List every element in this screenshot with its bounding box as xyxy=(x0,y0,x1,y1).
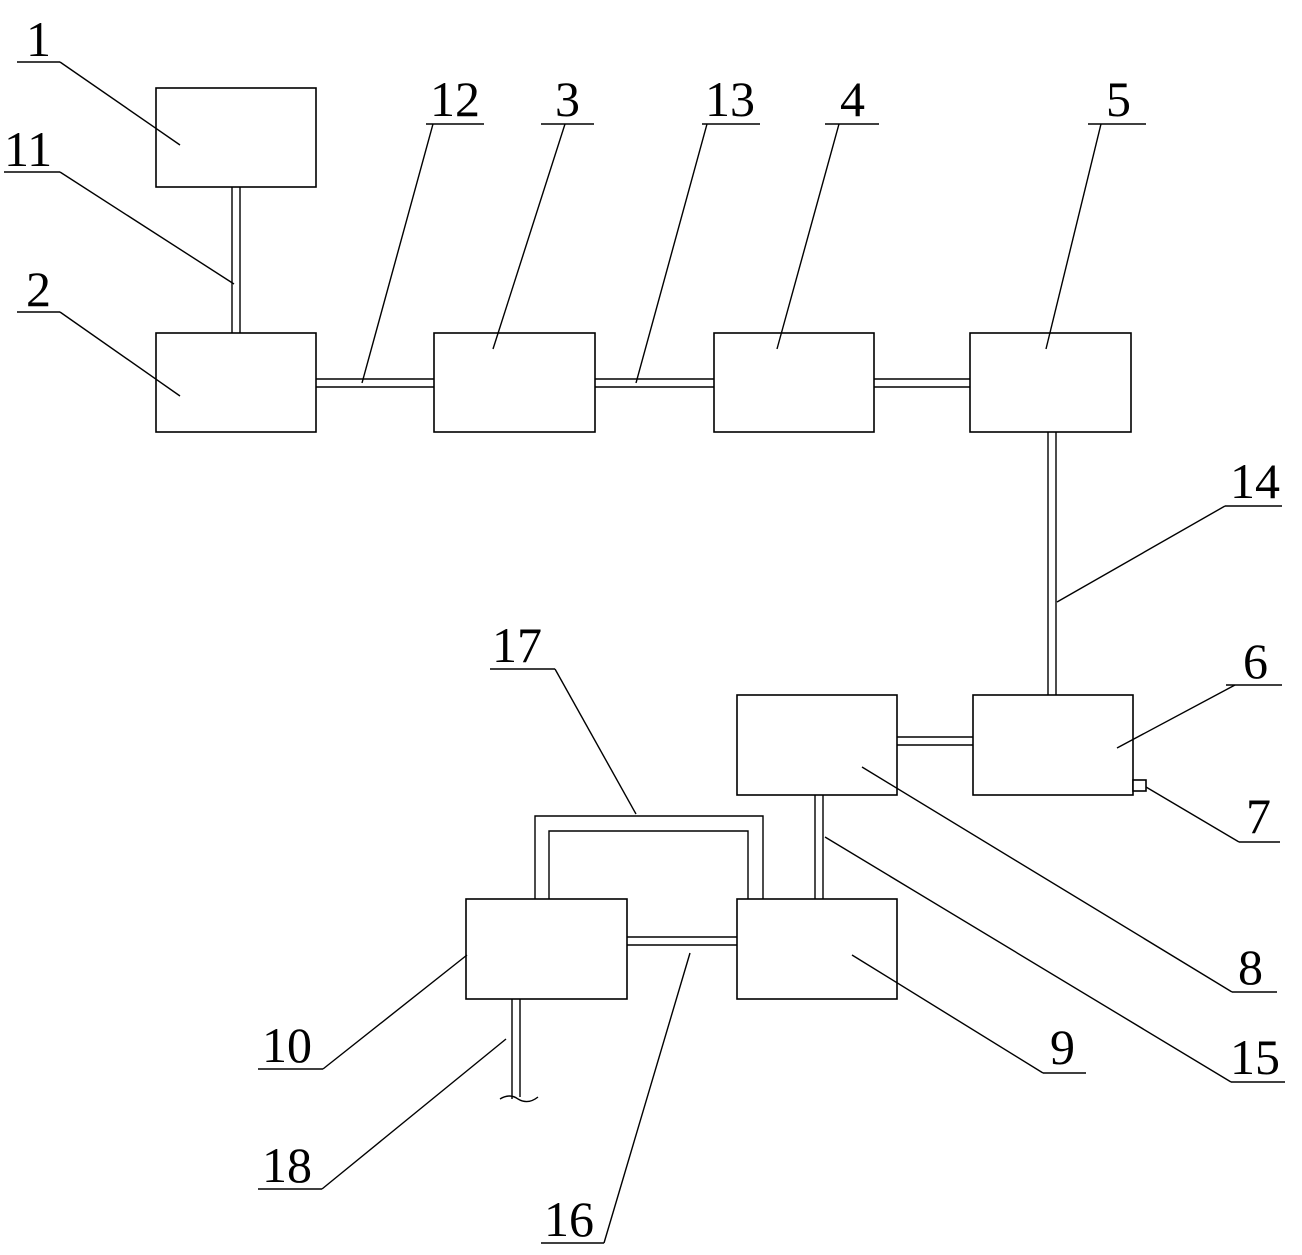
pipe-13 xyxy=(595,378,714,388)
label-18: 18 xyxy=(262,1137,312,1193)
box-2 xyxy=(155,332,317,433)
label-4: 4 xyxy=(840,71,865,127)
leader-8 xyxy=(861,766,1233,993)
leader-6 xyxy=(1116,684,1236,749)
box-4 xyxy=(713,332,875,433)
leader-3 xyxy=(492,123,566,350)
leader-11 xyxy=(59,171,235,285)
box-10 xyxy=(465,898,628,1000)
label-16: 16 xyxy=(544,1191,594,1247)
leader-10 xyxy=(322,954,468,1070)
label-6: 6 xyxy=(1243,633,1268,689)
pipe-12 xyxy=(316,378,434,388)
pipe-4-5 xyxy=(874,378,970,388)
leader-13 xyxy=(635,123,708,384)
pipe-18 xyxy=(499,999,539,1103)
label-9: 9 xyxy=(1050,1019,1075,1075)
box-9 xyxy=(736,898,898,1000)
label-7: 7 xyxy=(1246,788,1271,844)
pipe-15 xyxy=(814,795,824,899)
leader-14 xyxy=(1056,505,1226,603)
label-3: 3 xyxy=(555,71,580,127)
leader-5 xyxy=(1045,123,1102,350)
leader-2 xyxy=(59,311,181,397)
label-8: 8 xyxy=(1238,939,1263,995)
pipe-11 xyxy=(231,187,241,333)
pipe-16 xyxy=(627,936,737,946)
pipe-8-6 xyxy=(897,736,973,746)
pipe-14 xyxy=(1047,432,1057,695)
leader-16 xyxy=(603,952,691,1244)
leader-18 xyxy=(321,1038,507,1190)
label-1: 1 xyxy=(26,11,51,67)
label-13: 13 xyxy=(705,71,755,127)
box-6 xyxy=(972,694,1134,796)
label-12: 12 xyxy=(430,71,480,127)
box-1 xyxy=(155,87,317,188)
leader-12 xyxy=(361,123,434,384)
label-10: 10 xyxy=(262,1017,312,1073)
label-5: 5 xyxy=(1106,71,1131,127)
label-17: 17 xyxy=(492,617,542,673)
leader-15 xyxy=(824,836,1232,1083)
label-14: 14 xyxy=(1230,453,1280,509)
pipe-17 xyxy=(534,815,764,899)
label-2: 2 xyxy=(26,261,51,317)
box-8 xyxy=(736,694,898,796)
leader-4 xyxy=(776,123,840,350)
box-3 xyxy=(433,332,596,433)
leader-9 xyxy=(851,954,1044,1074)
leader-1 xyxy=(59,61,181,146)
leader-7 xyxy=(1145,786,1240,843)
label-15: 15 xyxy=(1230,1029,1280,1085)
part-7 xyxy=(1132,779,1147,792)
box-5 xyxy=(969,332,1132,433)
label-11: 11 xyxy=(4,121,52,177)
leader-17 xyxy=(554,668,637,815)
